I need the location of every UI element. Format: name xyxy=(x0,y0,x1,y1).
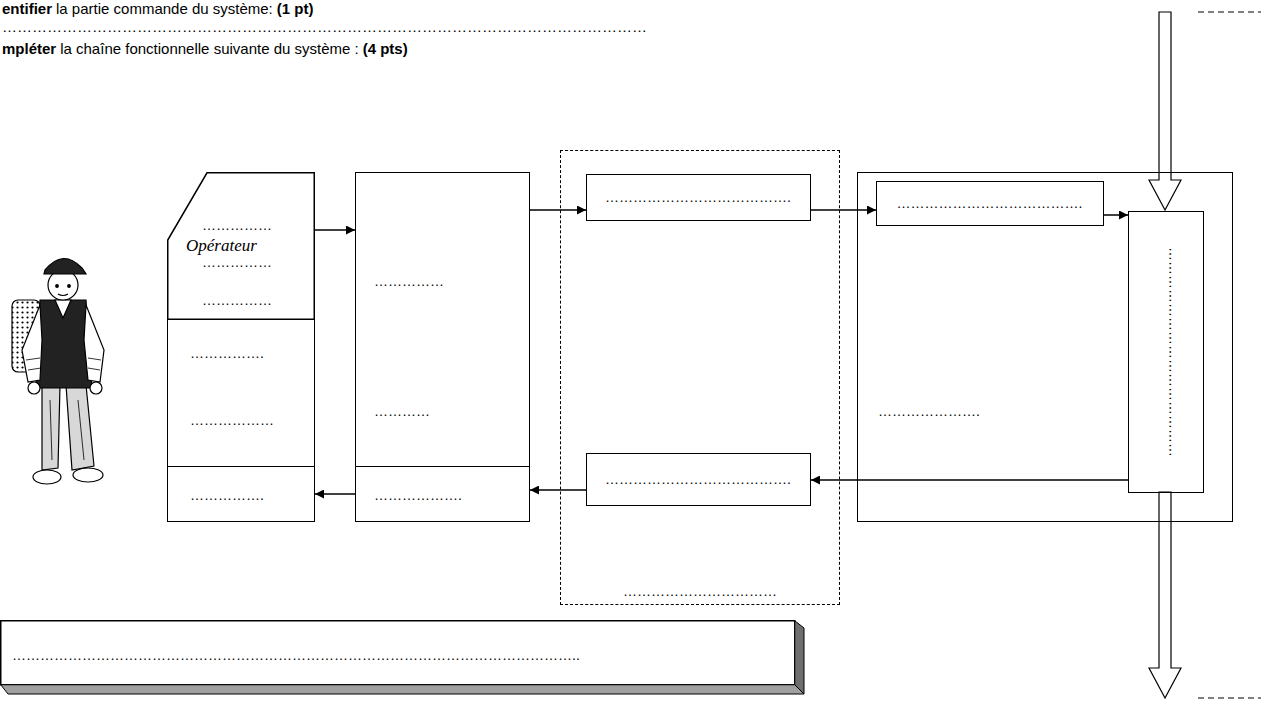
blank-field: …………………………………………………………………………………………………………… xyxy=(12,646,580,664)
instruction-verb: entifier xyxy=(2,0,52,18)
blank-field: …………………. xyxy=(878,402,980,420)
group-frame: …………………………… …………………………………. …………………………………. xyxy=(560,150,840,605)
blank-field: …………………………… xyxy=(623,582,777,600)
blank-field: ……………. xyxy=(190,344,264,362)
blank-field: …………………………………. xyxy=(897,194,1083,212)
pentagon-outline xyxy=(168,173,315,320)
processing-box: ……………………… xyxy=(355,172,530,467)
hollow-arrow xyxy=(1149,492,1181,698)
flow-arrow xyxy=(315,493,355,495)
instruction-text: la partie commande du système: xyxy=(56,0,273,18)
blank-field: …………… xyxy=(202,216,272,234)
blank-field: ………… xyxy=(374,402,430,420)
blank-field: ……………………………………… xyxy=(1157,247,1175,457)
flow-arrow xyxy=(530,209,586,211)
function-box: …………………………………. xyxy=(876,181,1104,226)
dashed-line xyxy=(1198,11,1261,12)
effector-box: ……………………………………… xyxy=(1128,211,1204,493)
blank-field: ……………… xyxy=(190,411,274,429)
points-mark: (4 pts) xyxy=(363,40,408,58)
instruction-text: la chaîne fonctionnelle suivante du syst… xyxy=(60,40,359,58)
text-line: entifierla partie commande du système:(1… xyxy=(2,0,313,18)
points-mark: (1 pt) xyxy=(277,0,314,18)
instruction-verb: mpléter xyxy=(2,40,56,58)
flow-arrow xyxy=(315,229,355,231)
blank-field: …………………………………. xyxy=(605,470,791,488)
text-line: mpléterla chaîne fonctionnelle suivante … xyxy=(2,40,408,58)
dashed-line xyxy=(1198,697,1261,698)
blank-field: …………… xyxy=(374,272,444,290)
flow-arrow xyxy=(811,479,1128,481)
blank-field: …………… xyxy=(202,291,272,309)
output-section: ………………. xyxy=(355,467,530,522)
function-box: …………………………………. xyxy=(586,453,811,506)
operator-figure xyxy=(12,258,104,484)
flow-arrow xyxy=(530,489,586,491)
hollow-arrow xyxy=(1149,12,1181,210)
output-section: ……………. xyxy=(167,467,315,522)
operative-frame: …………………. …………………………………. ……………………………………… xyxy=(857,172,1233,522)
blank-field: …………………………………. xyxy=(605,188,791,206)
section-box: ……………. ……………… xyxy=(167,320,315,467)
blank-field: …………… xyxy=(202,253,272,271)
blank-field: ……………. xyxy=(190,486,264,504)
text-line: …………………………………………………………………………………………………………… xyxy=(2,18,647,36)
answer-line: …………………………………………………………………………………………………………… xyxy=(2,18,647,36)
answer-banner: …………………………………………………………………………………………………………… xyxy=(0,620,805,695)
function-box: …………………………………. xyxy=(586,174,811,221)
flow-arrow xyxy=(811,209,876,211)
operator-label: Opérateur xyxy=(186,236,257,256)
flow-arrow xyxy=(1104,214,1128,216)
blank-field: ………………. xyxy=(374,486,462,504)
